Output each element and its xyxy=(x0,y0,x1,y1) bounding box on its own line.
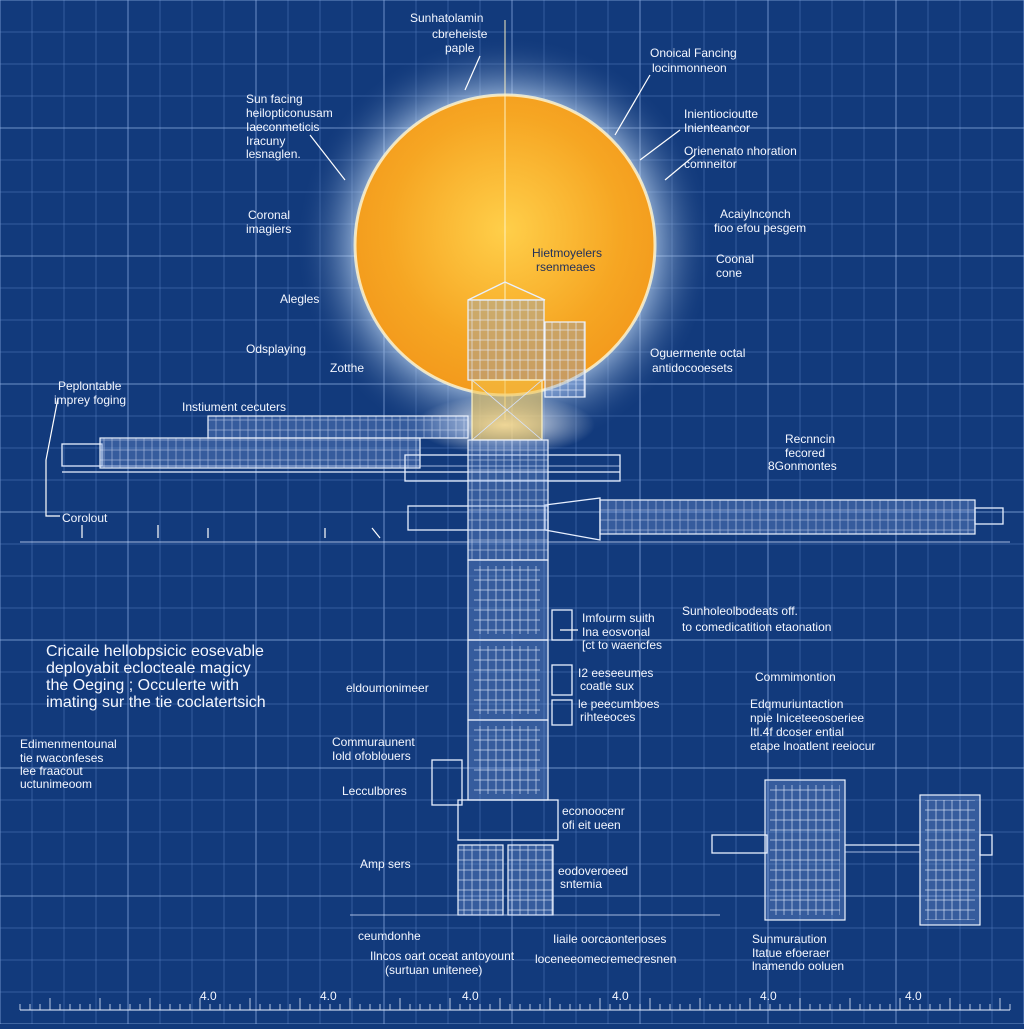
label-top-right-1a: Onoical Fancing xyxy=(650,46,737,60)
label-bottom-1: Iiaile oorcaontenoses xyxy=(553,932,666,946)
label-mid-2b: ofi eit ueen xyxy=(562,818,621,832)
label-left-14: ceumdonhe xyxy=(358,929,421,943)
label-sun-a: Hietmoyelers xyxy=(532,246,602,260)
annotation-labels: Sunhatolamin cbreheiste paple Onoical Fa… xyxy=(20,11,875,977)
label-mid-1f: le peecumboes xyxy=(578,697,659,711)
label-left-8a: Cricaile hellobpsicic eosevable xyxy=(46,643,264,660)
label-left-11b: Iold ofoblouers xyxy=(332,749,411,763)
label-top-right-3b: comneitor xyxy=(684,157,737,171)
label-left-2b: imagiers xyxy=(246,222,291,236)
label-mid-2a: econoocenr xyxy=(562,804,625,818)
label-left-1a: Sun facing xyxy=(246,92,303,106)
label-left-1d: Iracuny xyxy=(246,134,285,148)
label-right-5b: cone xyxy=(716,266,742,280)
label-top-right-2a: Inientiocioutte xyxy=(684,107,758,121)
label-left-1e: lesnaglen. xyxy=(246,147,301,161)
label-mid-3b: sntemia xyxy=(560,877,602,891)
ruler-tick-label: 4.0 xyxy=(905,989,922,1003)
label-right-10c: Itl.4f dcoser ential xyxy=(750,725,844,739)
label-bottom-3: loceneeomecremecresnen xyxy=(535,952,676,966)
label-top-right-1b: locinmonneon xyxy=(652,61,727,75)
label-left-6b: imprey foging xyxy=(54,393,126,407)
ruler-tick-label: 4.0 xyxy=(612,989,629,1003)
label-bottom-right-c: lnamendo ooluen xyxy=(752,959,844,973)
label-mid-1a: Imfourm suith xyxy=(582,611,655,625)
label-mid-1d: I2 eeseeumes xyxy=(578,666,653,680)
label-right-7c: 8Gonmontes xyxy=(768,459,837,473)
label-top-right-3a: Orienenato nhoration xyxy=(684,144,797,158)
label-top-right-2b: Inienteancor xyxy=(684,121,750,135)
label-left-9: eldoumonimeer xyxy=(346,681,429,695)
label-right-5a: Coonal xyxy=(716,252,754,266)
label-left-1b: heilopticonusam xyxy=(246,106,333,120)
label-left-7: Corolout xyxy=(62,511,108,525)
label-left-10c: lee fraacout xyxy=(20,764,83,778)
label-left-13: Amp sers xyxy=(360,857,411,871)
label-top-center-2: cbreheiste xyxy=(432,27,488,41)
leader-lines xyxy=(45,55,696,631)
label-mid-1b: Ina eosvonal xyxy=(582,625,650,639)
label-right-10b: npie Iniceteeosoeriee xyxy=(750,711,864,725)
label-right-7b: fecored xyxy=(785,446,825,460)
label-top-center-1: Sunhatolamin xyxy=(410,11,483,25)
ruler-tick-label: 4.0 xyxy=(462,989,479,1003)
label-mid-1e: coatle sux xyxy=(580,679,634,693)
ruler-tick-label: 4.0 xyxy=(200,989,217,1003)
label-sun-b: rsenmeaes xyxy=(536,260,595,274)
label-left-10d: uctunimeoom xyxy=(20,777,92,791)
label-mid-3a: eodoveroeed xyxy=(558,864,628,878)
bottom-right-module xyxy=(711,779,993,926)
label-left-6a: Peplontable xyxy=(58,379,122,393)
label-left-3: Alegles xyxy=(280,292,319,306)
ruler-tick-label: 4.0 xyxy=(760,989,777,1003)
label-mid-1c: [ct to waencfes xyxy=(582,638,662,652)
right-boom-arm xyxy=(20,497,1010,543)
label-left-10b: tie rwaconfeses xyxy=(20,751,103,765)
label-left-10a: Edimenmentounal xyxy=(20,737,117,751)
label-left-4: Odsplaying xyxy=(246,342,306,356)
label-right-4a: Acaiylnconch xyxy=(720,207,791,221)
central-tower xyxy=(350,281,720,916)
label-left-8b: deployabit eclocteale magicy xyxy=(46,660,251,677)
label-bottom-right-b: Itatue efoeraer xyxy=(752,946,830,960)
label-right-9: Commimontion xyxy=(755,670,836,684)
sun-illustration xyxy=(295,20,715,455)
label-right-8b: to comedicatition etaonation xyxy=(682,620,831,634)
label-mid-1g: rihteeoces xyxy=(580,710,635,724)
left-boom-arm xyxy=(61,415,621,482)
label-bottom-2a: Ilncos oart oceat antoyount xyxy=(370,949,515,963)
ruler-tick-label: 4.0 xyxy=(320,989,337,1003)
label-left-2a: Coronal xyxy=(248,208,290,222)
label-left-12: Lecculbores xyxy=(342,784,407,798)
label-right-4b: fioo efou pesgem xyxy=(714,221,806,235)
label-right-6b: antidocooesets xyxy=(652,361,733,375)
label-left-8c: the Oeging ; Occulerte with xyxy=(46,677,239,694)
label-instrument: Instiument cecuters xyxy=(182,400,286,414)
label-left-11a: Commuraunent xyxy=(332,735,415,749)
label-right-8a: Sunholeolbodeats off. xyxy=(682,604,798,618)
bottom-ruler: 4.0 4.0 4.0 4.0 4.0 4.0 xyxy=(19,989,1011,1011)
label-left-5: Zotthe xyxy=(330,361,364,375)
label-top-center-3: paple xyxy=(445,41,475,55)
label-bottom-2b: (surtuan unitenee) xyxy=(385,963,482,977)
label-left-1c: Iaeconmeticis xyxy=(246,120,319,134)
label-right-10a: Edqmuriuntaction xyxy=(750,697,843,711)
label-left-8d: imating sur the tie coclatertsich xyxy=(46,694,266,711)
label-right-10d: etape lnoatlent reeiocur xyxy=(750,739,875,753)
label-bottom-right-a: Sunmuraution xyxy=(752,932,827,946)
label-right-7a: Recnncin xyxy=(785,432,835,446)
label-right-6a: Oguermente octal xyxy=(650,346,745,360)
